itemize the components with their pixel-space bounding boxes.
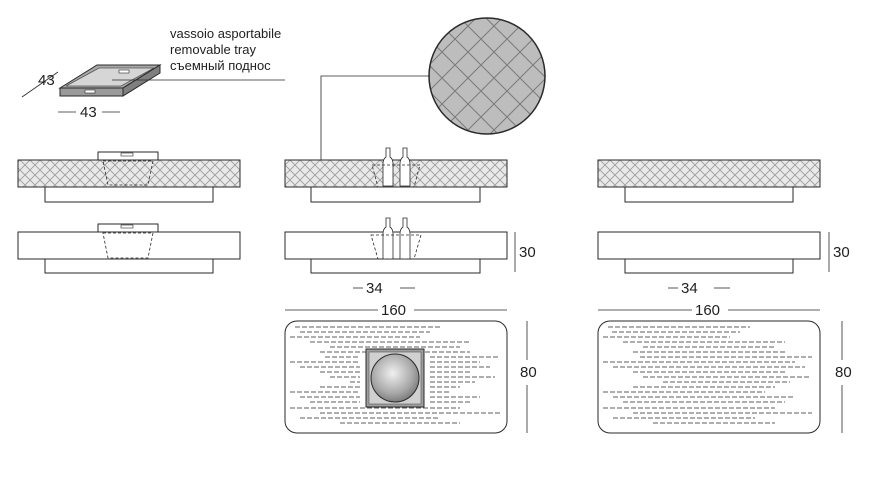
base-width-label-right: 34 — [681, 280, 698, 297]
tray-label-italian: vassoio asportabile — [170, 26, 281, 41]
plain-table-elevation — [597, 231, 821, 274]
top-width-label-right: 80 — [835, 364, 852, 381]
top-length-label-right: 160 — [695, 302, 720, 319]
tray-depth-dimension-line — [21, 71, 59, 98]
height-label-middle: 30 — [519, 244, 536, 261]
ice-bucket-disc — [370, 353, 420, 403]
tray-handle-slot — [84, 89, 96, 94]
height-label-right: 30 — [833, 244, 850, 261]
table-with-ice-bucket-elevation — [284, 217, 508, 274]
table-with-ice-bucket-glass-view — [284, 147, 508, 203]
table-with-tray-glass-view — [17, 151, 241, 203]
bottles-in-bucket-elevation — [370, 217, 422, 260]
plain-table-top-view — [597, 320, 821, 434]
glass-texture-detail — [319, 17, 546, 174]
base-width-label-middle: 34 — [366, 280, 383, 297]
table-with-tray-elevation — [17, 223, 241, 274]
plain-table-glass-view — [597, 159, 821, 203]
bottles-in-bucket — [371, 147, 421, 188]
tray-width-label: 43 — [80, 104, 97, 121]
tray-label-russian: съемный поднос — [170, 58, 271, 73]
detail-leader-line — [320, 75, 430, 172]
tray-handle-slot — [118, 69, 130, 74]
removable-tray-isometric — [58, 64, 285, 97]
glass-dashed-texture-right — [603, 326, 812, 424]
table-top-view-with-ice-bucket — [284, 320, 508, 434]
top-width-label-middle: 80 — [520, 364, 537, 381]
top-length-label-middle: 160 — [381, 302, 406, 319]
tray-label-english: removable tray — [170, 42, 256, 57]
tray-depth-label: 43 — [38, 72, 55, 89]
